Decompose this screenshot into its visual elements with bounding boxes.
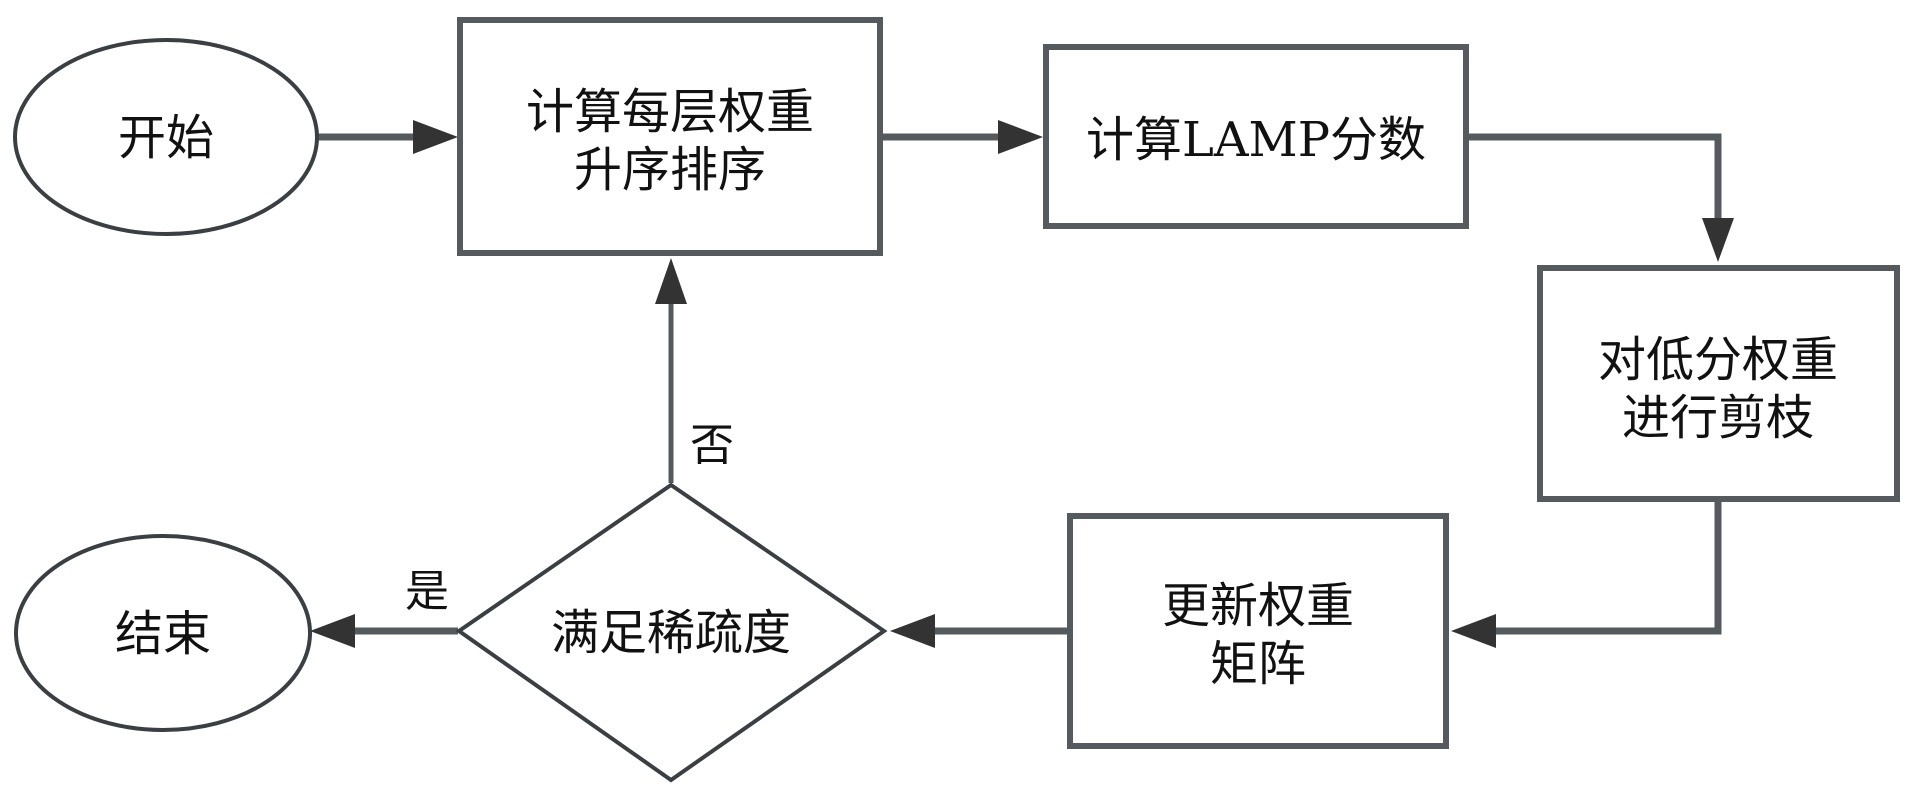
node-check[interactable]: 满足稀疏度 [455, 482, 888, 783]
arrowhead-icon [655, 258, 687, 304]
edge-sort-to-lamp [882, 120, 1043, 154]
edge-label-no: 否 [690, 420, 734, 471]
node-end[interactable]: 结束 [14, 534, 312, 732]
edge-prune-to-update [1451, 500, 1722, 648]
arrowhead-icon [413, 120, 458, 154]
edge-start-to-sort [318, 120, 458, 154]
edge-update-to-check [890, 614, 1068, 648]
edge-check-to-end [310, 614, 458, 648]
node-prune-label-line1: 对低分权重 [1598, 332, 1838, 388]
arrowhead-icon [890, 614, 935, 648]
edge-check-to-sort [655, 258, 687, 483]
node-sort-label-line1: 计算每层权重 [526, 84, 814, 140]
edge-lamp-to-prune [1468, 133, 1734, 262]
node-sort[interactable]: 计算每层权重 升序排序 [457, 17, 883, 256]
node-update-label-line1: 更新权重 [1162, 578, 1354, 634]
node-update-label-line2: 矩阵 [1210, 636, 1306, 692]
node-lamp[interactable]: 计算LAMP分数 [1043, 44, 1469, 229]
node-start[interactable]: 开始 [13, 38, 319, 236]
edges [310, 120, 1734, 648]
node-check-label: 满足稀疏度 [551, 605, 791, 661]
node-end-label: 结束 [115, 606, 211, 662]
edge-label-yes: 是 [405, 566, 449, 617]
node-start-label: 开始 [118, 110, 214, 166]
arrowhead-icon [310, 614, 355, 648]
node-lamp-label: 计算LAMP分数 [1086, 112, 1426, 168]
node-update[interactable]: 更新权重 矩阵 [1067, 513, 1449, 749]
arrowhead-icon [998, 120, 1043, 154]
arrowhead-icon [1451, 614, 1496, 648]
node-prune[interactable]: 对低分权重 进行剪枝 [1537, 265, 1900, 502]
node-sort-label-line2: 升序排序 [574, 142, 766, 198]
arrowhead-icon [1702, 218, 1734, 262]
node-prune-label-line2: 进行剪枝 [1622, 390, 1814, 446]
